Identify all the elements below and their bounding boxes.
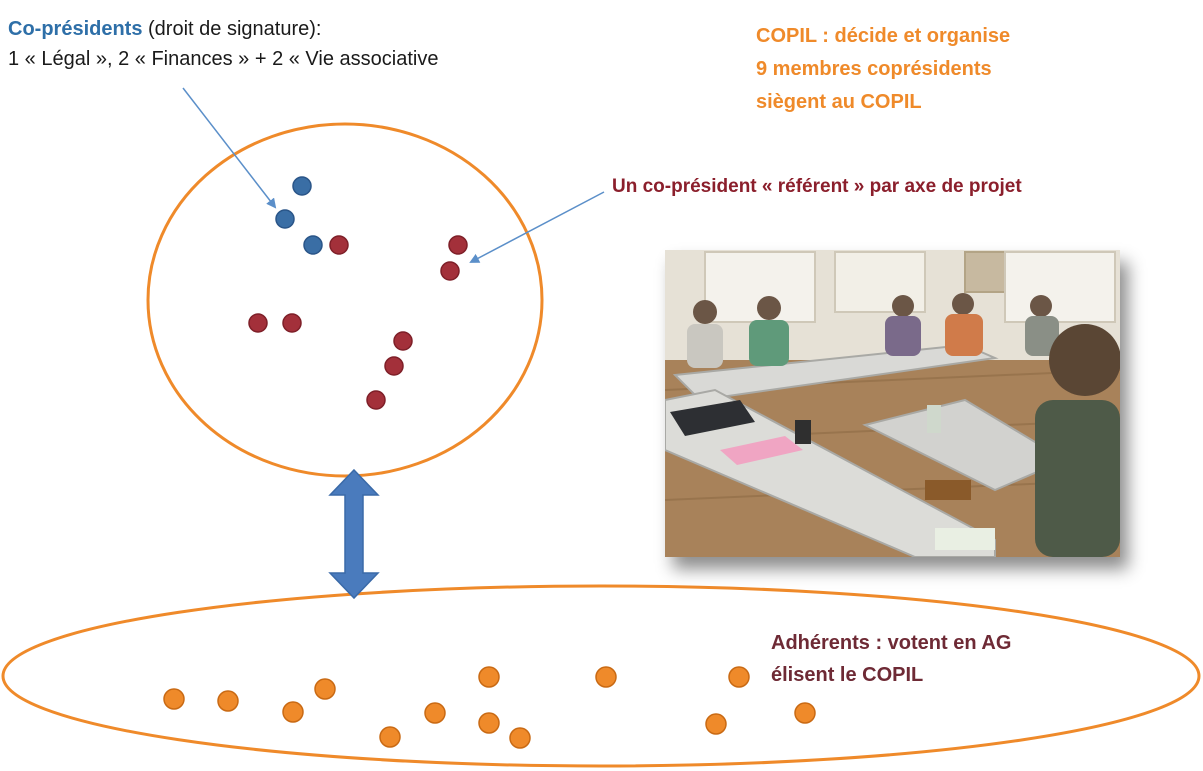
adherent-dot — [163, 688, 185, 710]
copil-circle — [146, 122, 544, 478]
copresidents-label: Co-présidents (droit de signature): 1 « … — [8, 14, 438, 74]
referent-dot — [282, 313, 302, 333]
referent-dot — [329, 235, 349, 255]
adherents-line-2: élisent le COPIL — [771, 664, 924, 686]
referent-dot — [248, 313, 268, 333]
vote-double-arrow — [328, 468, 380, 600]
copresident-dot — [275, 209, 295, 229]
adherent-dot — [728, 666, 750, 688]
copresident-legal-finance-dots — [275, 176, 323, 255]
adherent-dot — [478, 666, 500, 688]
copresidents-pointer-arrow — [182, 87, 277, 209]
referent-pointer-arrow — [469, 191, 605, 263]
adherent-dot — [314, 678, 336, 700]
copresident-dot — [303, 235, 323, 255]
meeting-photo-illustration — [665, 250, 1120, 557]
adherents-line-1: Adhérents : votent en AG — [771, 632, 1012, 654]
adherents-label: Adhérents : votent en AG élisent le COPI… — [771, 627, 1011, 691]
copil-label: COPIL : décide et organise 9 membres cop… — [756, 20, 1010, 119]
meeting-room-photo — [665, 250, 1120, 557]
referent-dot — [440, 261, 460, 281]
adherent-dot — [595, 666, 617, 688]
copil-line-2: 9 membres coprésidents — [756, 58, 992, 80]
adherent-dot — [217, 690, 239, 712]
copresidents-title-suffix: (droit de signature): — [142, 18, 322, 40]
referent-dot — [393, 331, 413, 351]
referent-dot — [384, 356, 404, 376]
copil-line-1: COPIL : décide et organise — [756, 25, 1011, 47]
adherent-dot — [379, 726, 401, 748]
copresident-dot — [292, 176, 312, 196]
copresident-referent-dots — [248, 235, 468, 410]
adherent-dot — [424, 702, 446, 724]
referent-label: Un co-président « référent » par axe de … — [612, 176, 1022, 197]
copresidents-roles: 1 « Légal », 2 « Finances » + 2 « Vie as… — [8, 48, 439, 70]
adherent-dot — [509, 727, 531, 749]
adherents-ellipse — [1, 584, 1201, 768]
copil-line-3: siègent au COPIL — [756, 91, 922, 113]
referent-dot — [366, 390, 386, 410]
adherent-dot — [478, 712, 500, 734]
copresidents-title: Co-présidents — [8, 18, 143, 40]
adherent-dot — [705, 713, 727, 735]
adherent-dots — [163, 666, 816, 749]
referent-dot — [448, 235, 468, 255]
adherent-dot — [794, 702, 816, 724]
adherent-dot — [282, 701, 304, 723]
